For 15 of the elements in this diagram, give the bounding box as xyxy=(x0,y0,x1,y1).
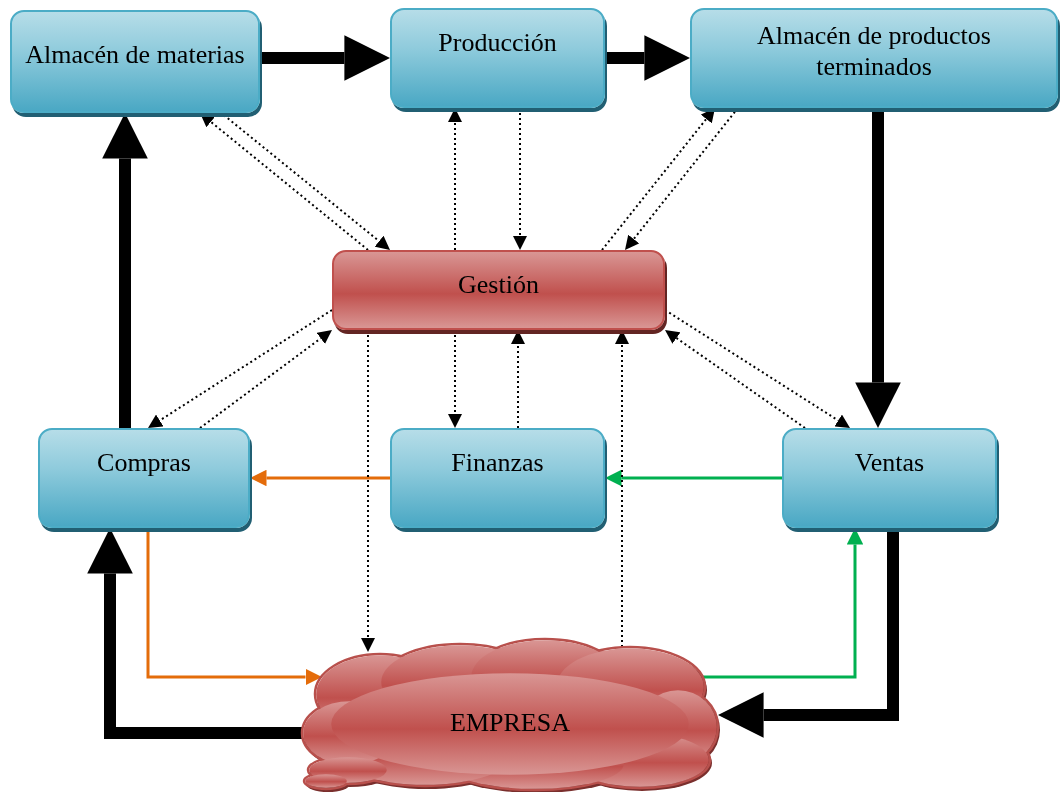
node-label: Ventas xyxy=(853,447,926,479)
thick-arrow xyxy=(260,35,390,81)
arrow xyxy=(250,469,390,487)
node-label: Almacén de materias xyxy=(24,38,246,71)
dotted-arrow xyxy=(199,330,332,429)
node-label: Producción xyxy=(437,27,558,59)
node-label: EMPRESA xyxy=(449,707,571,739)
dotted-arrow xyxy=(148,309,333,428)
node-label: Finanzas xyxy=(450,447,545,479)
arrow xyxy=(605,469,782,487)
node-label: Almacén de productos terminados xyxy=(756,19,992,83)
node-label: Gestión xyxy=(457,269,540,301)
node-label: Compras xyxy=(96,447,192,479)
dotted-arrow xyxy=(665,330,806,429)
thick-arrow xyxy=(605,35,690,81)
